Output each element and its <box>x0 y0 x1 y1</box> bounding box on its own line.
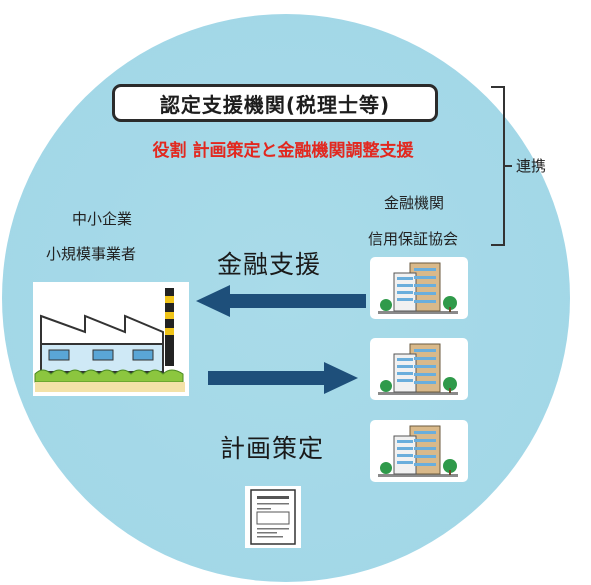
financial-institution-building-1 <box>370 257 468 319</box>
arrow-left-icon <box>196 285 366 317</box>
finance-label-line1: 金融機関 <box>384 194 445 212</box>
office-building-icon <box>378 343 458 395</box>
sme-label-line1: 中小企業 <box>72 210 133 228</box>
factory-card <box>33 282 189 396</box>
arrow-right-icon <box>208 362 358 394</box>
plan-formulation-label: 計画策定 <box>220 434 325 463</box>
factory-icon <box>34 288 185 392</box>
certified-support-agency-title: 認定支援機関(税理士等) <box>112 84 438 122</box>
finance-label-line2: 信用保証協会 <box>368 230 459 248</box>
cooperation-bracket-tick <box>505 165 512 167</box>
cooperation-bracket <box>491 86 505 246</box>
financial-institution-building-3 <box>370 420 468 482</box>
role-text: 役割 計画策定と金融機関調整支援 <box>152 141 414 161</box>
office-building-icon <box>378 425 458 477</box>
sme-label-line2: 小規模事業者 <box>46 245 137 263</box>
plan-document <box>245 486 301 548</box>
financial-institution-building-2 <box>370 338 468 400</box>
cooperation-label: 連携 <box>516 157 547 175</box>
office-building-icon <box>378 262 458 314</box>
financial-support-label: 金融支援 <box>217 250 322 279</box>
document-icon <box>250 489 296 545</box>
